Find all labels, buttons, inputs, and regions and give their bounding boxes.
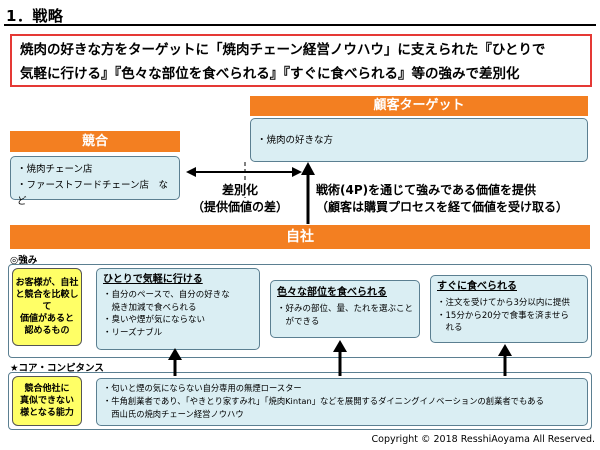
differentiation-line-2: （提供価値の差） bbox=[191, 200, 288, 214]
strengths-frame bbox=[8, 264, 592, 358]
tactics-line-1: 戦術(4P)を通じて強みである価値を提供 bbox=[316, 183, 536, 197]
competition-box: ・焼肉チェーン店 ・ファーストフードチェーン店 など bbox=[10, 156, 180, 207]
strength-box-speed: すぐに食べられる ・注文を受けてから3分以内に提供 ・15分から20分で食事を済… bbox=[430, 275, 588, 343]
tactics-label: 戦術(4P)を通じて強みである価値を提供 （顧客は購買プロセスを経て価値を受け取… bbox=[316, 182, 568, 216]
strength-box-title: すぐに食べられる bbox=[437, 281, 517, 292]
core-item: ・牛角創業者であり、「やきとり家すみれ」「焼肉Kintan」などを展開するダイニ… bbox=[103, 396, 544, 406]
copyright-notice: Copyright © 2018 ResshiAoyama All Reserv… bbox=[371, 434, 595, 445]
target-header: 顧客ターゲット bbox=[250, 96, 588, 116]
strengths-definition-line: 認めるもの bbox=[24, 326, 70, 336]
arrow-up-icon bbox=[498, 344, 512, 356]
arrow-up-icon bbox=[301, 162, 315, 175]
arrow-up-icon bbox=[168, 348, 182, 360]
strengths-definition-line: お客様が、自社 bbox=[15, 278, 79, 288]
strength-item: れる bbox=[437, 323, 463, 333]
strength-item: ・自分のペースで、自分の好きな bbox=[103, 290, 230, 300]
differentiation-label: 差別化 （提供価値の差） bbox=[188, 182, 292, 216]
competition-item: ・焼肉チェーン店 bbox=[17, 164, 93, 175]
core-competence-label: ★コア・コンピタンス bbox=[10, 363, 104, 374]
strategy-headline: 焼肉の好きな方をターゲットに「焼肉チェーン経営ノウハウ」に支えられた『ひとりで … bbox=[10, 34, 592, 87]
competition-header: 競合 bbox=[10, 131, 180, 152]
strengths-definition: お客様が、自社 と競合を比較して 価値があると 認めるもの bbox=[12, 268, 82, 346]
arrow-up-icon bbox=[333, 340, 347, 352]
headline-line-2: 気軽に行ける』『色々な部位を食べられる』『すぐに食べられる』等の強みで差別化 bbox=[20, 66, 520, 82]
strengths-label: ◎強み bbox=[10, 255, 38, 266]
strength-item: ・15分から20分で食事を済ませら bbox=[437, 310, 569, 321]
strength-box-solo: ひとりで気軽に行ける ・自分のペースで、自分の好きな 焼き加減で食べられる ・臭… bbox=[96, 268, 260, 350]
arrow-head-right-icon bbox=[292, 167, 302, 177]
core-competence-frame bbox=[8, 372, 592, 430]
target-item: ・焼肉の好きな方 bbox=[257, 135, 334, 146]
core-item: ・匂いと煙の気にならない自分専用の無煙ロースター bbox=[103, 383, 302, 393]
target-box: ・焼肉の好きな方 bbox=[250, 118, 588, 162]
differentiation-line-1: 差別化 bbox=[221, 183, 258, 197]
competition-item: ・ファーストフードチェーン店 など bbox=[17, 180, 169, 207]
core-definition-line: 真似できない bbox=[19, 396, 74, 406]
page-title: 1．戦略 bbox=[6, 7, 64, 25]
headline-line-1: 焼肉の好きな方をターゲットに「焼肉チェーン経営ノウハウ」に支えられた『ひとりで bbox=[20, 42, 546, 58]
strength-box-title: ひとりで気軽に行ける bbox=[103, 274, 203, 285]
core-definition-line: 競合他社に bbox=[24, 384, 70, 394]
core-definition-line: 様となる能力 bbox=[20, 408, 74, 418]
strength-box-title: 色々な部位を食べられる bbox=[277, 287, 387, 298]
tactics-line-2: （顧客は購買プロセスを経て価値を受け取る） bbox=[316, 200, 569, 214]
strength-item: 焼き加減で食べられる bbox=[103, 302, 197, 313]
core-competence-box: ・匂いと煙の気にならない自分専用の無煙ロースター ・牛角創業者であり、「やきとり… bbox=[96, 378, 588, 426]
core-item: 西山氏の焼肉チェーン経営ノウハウ bbox=[103, 409, 244, 419]
strengths-definition-line: と競合を比較して bbox=[15, 290, 79, 312]
strength-item: ができる bbox=[277, 316, 320, 327]
core-competence-definition: 競合他社に 真似できない 様となる能力 bbox=[12, 376, 82, 426]
strength-item: ・好みの部位、量、たれを選ぶこと bbox=[277, 304, 414, 314]
company-header: 自社 bbox=[10, 225, 590, 249]
strength-box-variety: 色々な部位を食べられる ・好みの部位、量、たれを選ぶこと ができる bbox=[270, 280, 420, 338]
strength-item: ・リーズナブル bbox=[103, 327, 163, 338]
strength-item: ・注文を受けてから3分以内に提供 bbox=[437, 298, 570, 308]
strengths-definition-line: 価値があると bbox=[19, 314, 74, 324]
arrow-head-left-icon bbox=[186, 167, 196, 177]
title-divider bbox=[4, 24, 596, 26]
strength-item: ・臭いや煙が気にならない bbox=[103, 315, 206, 325]
